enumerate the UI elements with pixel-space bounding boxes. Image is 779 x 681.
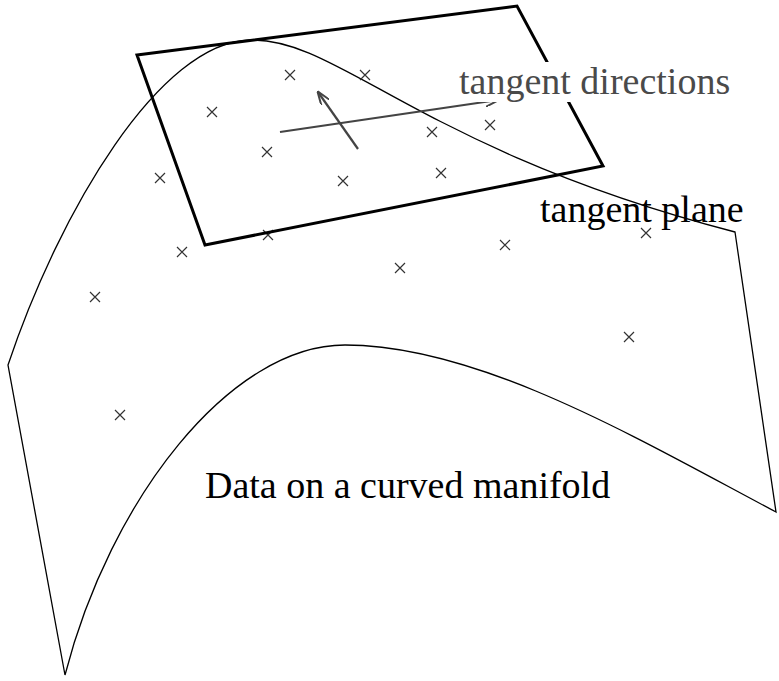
data-point xyxy=(155,173,165,183)
data-points xyxy=(90,70,651,420)
data-point xyxy=(500,240,510,250)
tangent-plane xyxy=(137,6,603,245)
data-point xyxy=(262,147,272,157)
data-point xyxy=(285,70,295,80)
arrow-label: tangent directions xyxy=(457,62,732,102)
data-point xyxy=(360,70,370,80)
data-point xyxy=(90,292,100,302)
data-point xyxy=(485,120,495,130)
data-point xyxy=(624,332,634,342)
data-point xyxy=(427,127,437,137)
data-point xyxy=(207,107,217,117)
plane-label: tangent plane xyxy=(540,190,744,230)
caption-label: Data on a curved manifold xyxy=(205,466,610,506)
data-point xyxy=(395,263,405,273)
tangent-arrow xyxy=(280,100,498,132)
data-point xyxy=(338,176,348,186)
data-point xyxy=(436,168,446,178)
data-point xyxy=(115,410,125,420)
manifold-surface xyxy=(8,40,776,675)
data-point xyxy=(177,247,187,257)
